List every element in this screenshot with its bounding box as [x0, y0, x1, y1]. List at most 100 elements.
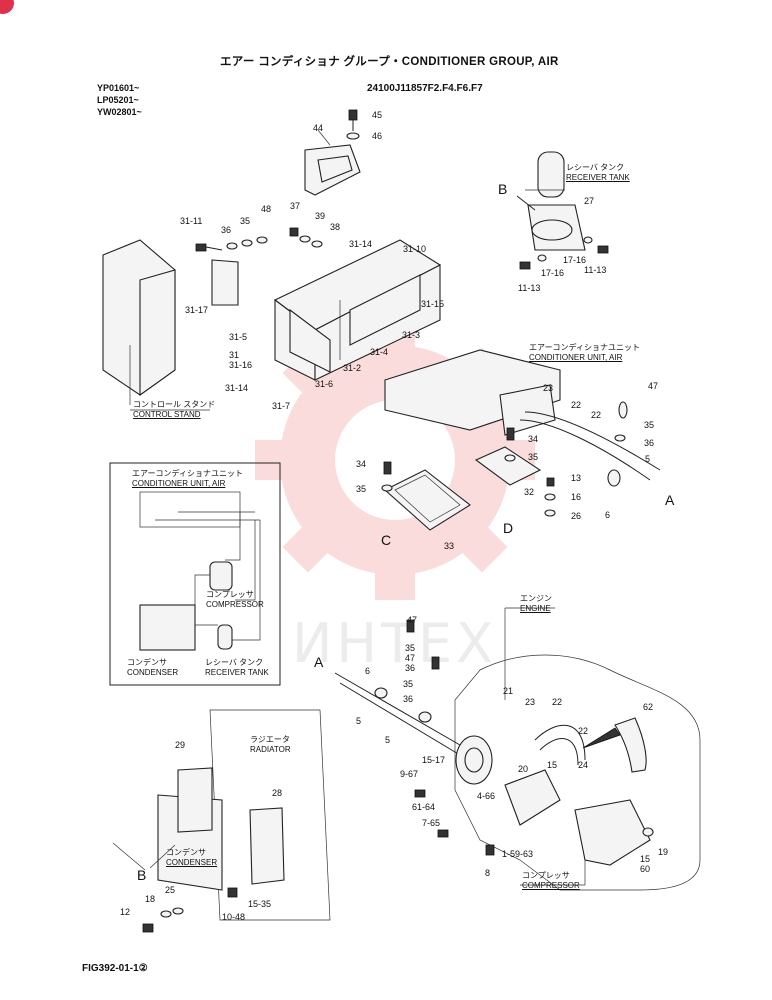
callout: 15-17 — [422, 755, 445, 765]
callout: 1-59-63 — [502, 849, 533, 859]
serial-codes: YP01601~ LP05201~ YW02801~ — [97, 82, 142, 118]
callout: 16 — [571, 492, 581, 502]
schematic-conditioner-caption: エアーコンディショナユニット CONDITIONER UNIT, AIR — [132, 469, 243, 489]
caption-jp: コンプレッサ — [206, 590, 254, 599]
control-stand-caption: コントロール スタンド CONTROL STAND — [133, 400, 215, 420]
callout: 46 — [372, 131, 382, 141]
caption-jp: コンプレッサ — [522, 871, 570, 880]
callout: 31-3 — [402, 330, 420, 340]
callout: 37 — [290, 201, 300, 211]
callout: 22 — [578, 726, 588, 736]
figure-number: FIG392-01-1② — [82, 963, 148, 974]
callout: 35 — [240, 216, 250, 226]
caption-en: CONDITIONER UNIT, AIR — [132, 479, 226, 488]
callout: 38 — [330, 222, 340, 232]
conditioner-unit-casing — [273, 239, 442, 381]
callout: 35 — [356, 484, 366, 494]
caption-jp: エンジン — [520, 594, 552, 603]
callout: 9-67 — [400, 769, 418, 779]
receiver-tank-assembly — [516, 151, 609, 270]
caption-jp: コンデンサ — [166, 848, 206, 857]
caption-en: RECEIVER TANK — [566, 173, 630, 182]
callout: 22 — [591, 410, 601, 420]
caption-en: RADIATOR — [250, 745, 291, 754]
refrigerant-hoses — [334, 619, 461, 756]
mount-plate-d — [474, 427, 556, 517]
callout: 20 — [518, 764, 528, 774]
callout: 13 — [571, 473, 581, 483]
callout: 35 — [644, 420, 654, 430]
drawing-number: 24100J11857F2.F4.F6.F7 — [367, 83, 483, 94]
callout: 22 — [571, 400, 581, 410]
view-letter: A — [665, 492, 675, 508]
compressor-assembly — [414, 717, 654, 866]
compressor-caption: コンプレッサ COMPRESSOR — [522, 871, 580, 891]
callout: 22 — [552, 697, 562, 707]
callout-labels: 45 46 44 31-11 36 35 48 37 39 38 31-14 3… — [120, 110, 675, 922]
callout: 26 — [571, 511, 581, 521]
callout: 35 — [528, 452, 538, 462]
callout: 31-11 — [180, 216, 202, 226]
callout: 31-17 — [185, 305, 208, 315]
callout: 31-10 — [403, 244, 426, 254]
callout: 5 — [385, 735, 390, 745]
callout: 17-16 — [563, 255, 586, 265]
caption-jp: レシーバ タンク — [205, 658, 264, 667]
callout: 5 — [645, 454, 650, 464]
callout: 31 — [229, 350, 239, 360]
view-letter: B — [137, 867, 146, 883]
callout: 36 — [403, 694, 413, 704]
system-schematic-box — [109, 462, 281, 686]
callout: 34 — [356, 459, 366, 469]
callout: 12 — [120, 907, 130, 917]
callout: 36 — [405, 663, 415, 673]
callout: 24 — [578, 760, 588, 770]
caption-en: RECEIVER TANK — [205, 668, 269, 677]
mount-plate-c — [381, 461, 471, 531]
callout: 29 — [175, 740, 185, 750]
callout: 27 — [584, 196, 594, 206]
callout: 31-5 — [229, 332, 247, 342]
callout: 6 — [605, 510, 610, 520]
callout: 18 — [145, 894, 155, 904]
callout: 44 — [313, 123, 323, 133]
callout: 31-15 — [421, 299, 444, 309]
caption-en: CONDITIONER UNIT, AIR — [529, 353, 623, 362]
caption-jp: コントロール スタンド — [133, 400, 216, 409]
caption-en: CONDENSER — [166, 858, 218, 867]
callout: 10-48 — [222, 912, 245, 922]
engine-outline — [454, 607, 701, 891]
callout: 11-13 — [584, 265, 606, 275]
caption-jp: コンデンサ — [127, 658, 167, 667]
caption-jp: レシーバ タンク — [566, 163, 625, 172]
callout: 15 — [640, 854, 650, 864]
caption-jp: ラジエータ — [250, 735, 290, 744]
callout: 23 — [525, 697, 535, 707]
callout: 31-16 — [229, 360, 252, 370]
schematic-condenser-caption: コンデンサ CONDENSER — [127, 658, 178, 678]
schematic-compressor-caption: コンプレッサ COMPRESSOR — [206, 590, 264, 610]
callout: 15 — [547, 760, 557, 770]
conditioner-unit-right — [384, 349, 661, 487]
callout: 36 — [221, 225, 231, 235]
callout: 47 — [405, 653, 415, 663]
callout: 31-6 — [315, 379, 333, 389]
callout: 48 — [261, 204, 271, 214]
callout: 17-16 — [541, 268, 564, 278]
view-letter: D — [503, 520, 513, 536]
callout: 39 — [315, 211, 325, 221]
page-title: エアー コンディショナ グループ・CONDITIONER GROUP, AIR — [220, 56, 559, 68]
callout: 35 — [405, 643, 415, 653]
callout: 25 — [165, 885, 175, 895]
callout: 23 — [543, 383, 553, 393]
callout: 61-64 — [412, 802, 435, 812]
receiver-tank-caption: レシーバ タンク RECEIVER TANK — [566, 163, 630, 183]
callout: 32 — [524, 487, 534, 497]
caption-jp: エアーコンディショナユニット — [529, 343, 640, 352]
callout: 7-65 — [422, 818, 440, 828]
serial-code: YP01601~ — [97, 83, 140, 93]
serial-code: LP05201~ — [97, 95, 139, 105]
callout: 33 — [444, 541, 454, 551]
